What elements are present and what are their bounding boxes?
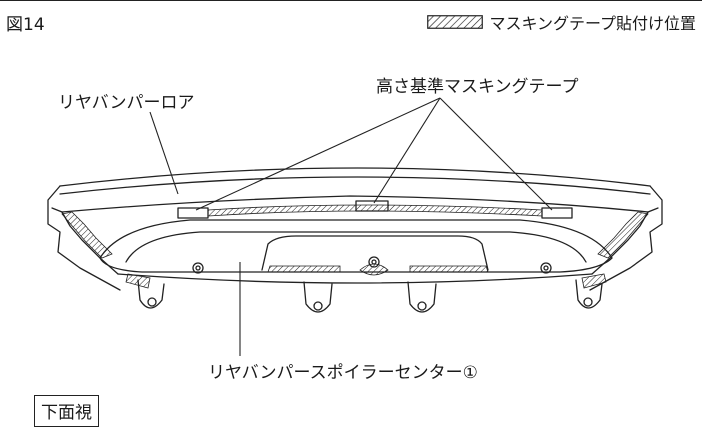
hatched-tab-right <box>581 273 607 289</box>
mount-tab <box>303 281 333 313</box>
right-end-outline <box>589 185 663 291</box>
hatched-right-side <box>597 211 649 259</box>
height-tape-left <box>177 207 209 219</box>
hatched-center-left <box>267 265 341 273</box>
figure-number: 図14 <box>6 15 45 35</box>
hatched-tab-left <box>125 273 151 289</box>
legend-label: マスキングテープ貼付け位置 <box>489 14 696 33</box>
callout-height-reference-tape: 高さ基準マスキングテープ <box>376 77 579 97</box>
hatch-legend-swatch <box>427 15 484 29</box>
mount-tab <box>575 279 603 309</box>
hatched-strip-top <box>207 204 543 217</box>
mount-tab <box>137 279 165 309</box>
view-label: 下面視 <box>34 395 99 427</box>
center-recess <box>261 235 489 271</box>
leader-bumper-lower <box>149 111 179 195</box>
hatched-center-right <box>409 265 489 273</box>
leader-tape-center <box>373 97 441 204</box>
header-rule <box>0 0 702 1</box>
bumper-lower-outline <box>59 167 651 187</box>
left-end-outline <box>47 185 121 291</box>
height-tape-right <box>541 207 573 219</box>
legend: マスキングテープ貼付け位置 <box>427 10 696 34</box>
mount-tab <box>407 281 437 313</box>
hatched-left-side <box>61 211 113 259</box>
spoiler-center-outline <box>99 219 613 273</box>
leader-tape-right <box>439 97 553 211</box>
callout-rear-bumper-spoiler-center: リヤバンパースポイラーセンター① <box>208 363 478 383</box>
leader-tape-left <box>195 97 441 211</box>
hatched-center-bolt <box>359 263 389 276</box>
callout-rear-bumper-lower: リヤバンパーロア <box>58 93 195 113</box>
